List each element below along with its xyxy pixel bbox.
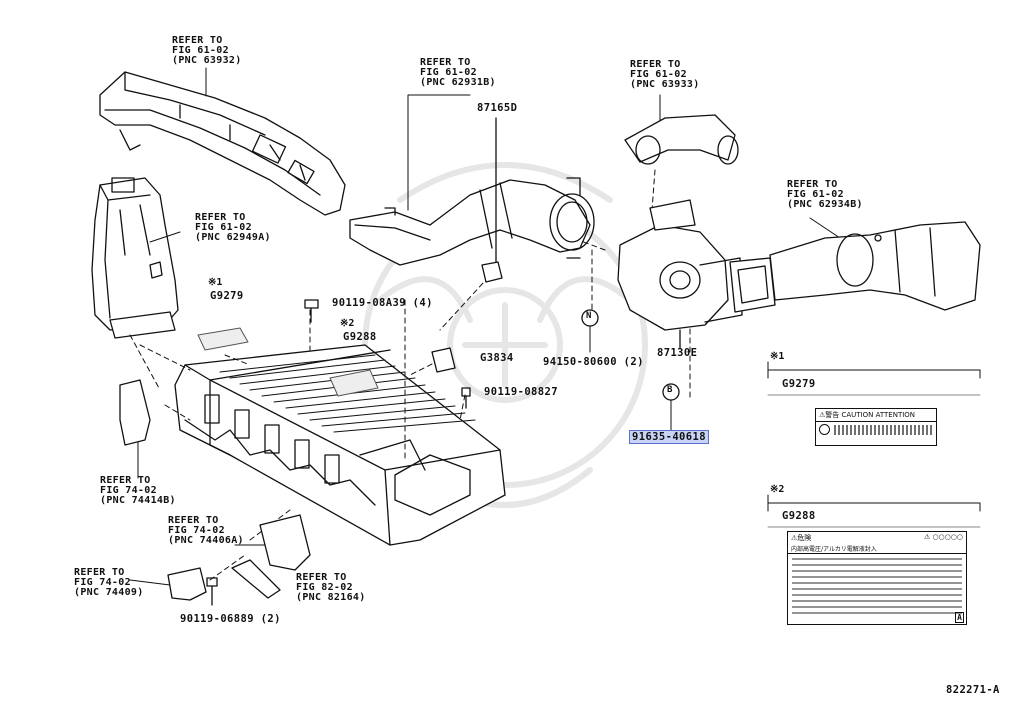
upper-air-duct (99, 71, 346, 216)
legend-1-part[interactable]: G9279 (782, 378, 816, 390)
danger-subtitle: 内部高電圧/アルカリ電解液封入 (788, 544, 966, 554)
vertical-intake-duct (91, 177, 179, 339)
caution-text-lines (834, 424, 933, 435)
legend-1-note: ※1 (770, 351, 785, 362)
hv-battery-pack (174, 344, 506, 546)
note-mark-1: ※1 (208, 277, 223, 288)
right-air-duct (769, 221, 981, 311)
part-87165d[interactable]: 87165D (477, 102, 518, 114)
part-g9288[interactable]: G9288 (343, 331, 377, 343)
fasteners (206, 299, 471, 606)
part-g9279[interactable]: G9279 (210, 290, 244, 302)
part-87130e[interactable]: 87130E (657, 347, 698, 359)
danger-title: ⚠危険 (791, 534, 812, 542)
upper-hose (624, 114, 739, 165)
part-bolt-06889[interactable]: 90119-06889 (2) (180, 613, 281, 625)
part-bolt-08a39[interactable]: 90119-08A39 (4) (332, 297, 433, 309)
note-mark-2: ※2 (340, 318, 355, 329)
legend-2-note: ※2 (770, 484, 785, 495)
diagram-id: 822271-A (946, 684, 1000, 696)
caution-label-body (816, 422, 936, 437)
part-bolt-08827[interactable]: 90119-08827 (484, 386, 558, 398)
part-91635-40618-highlighted[interactable]: 91635-40618 (629, 430, 709, 444)
legend-brackets (767, 361, 981, 528)
sensor-87165d (481, 117, 503, 283)
danger-label-plate: ⚠危険 ⚠ ○○○○○ 内部高電圧/アルカリ電解液封入 A (787, 531, 967, 625)
danger-corner-mark: A (955, 612, 964, 623)
center-air-duct (349, 177, 595, 266)
lower-brackets (119, 379, 311, 601)
legend-2-part[interactable]: G9288 (782, 510, 816, 522)
prohibited-icon (819, 424, 830, 435)
caution-label-title: ⚠警告 CAUTION ATTENTION (816, 409, 936, 422)
callout-b: B (667, 385, 673, 395)
callout-n: N (586, 311, 592, 321)
caution-label-plate: ⚠警告 CAUTION ATTENTION (815, 408, 937, 446)
danger-text-lines (792, 558, 962, 618)
battery-label-plates (197, 327, 379, 397)
blower-fan-87130e (617, 199, 743, 349)
part-clip-80600[interactable]: 94150-80600 (2) (543, 356, 644, 368)
danger-label-header: ⚠危険 ⚠ ○○○○○ (788, 532, 966, 544)
warning-symbols-icon: ⚠ ○○○○○ (923, 533, 963, 541)
fan-outlet-adapter (729, 257, 776, 313)
part-g3834[interactable]: G3834 (480, 352, 514, 364)
